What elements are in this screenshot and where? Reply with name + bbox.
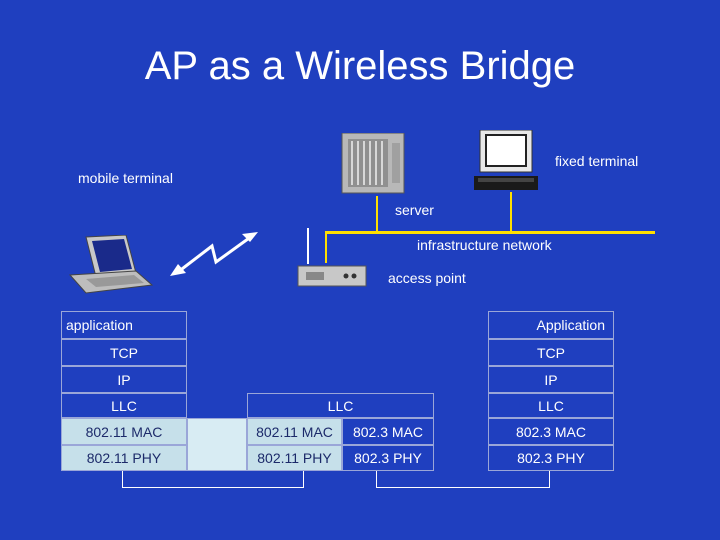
label-access-point: access point <box>388 270 466 286</box>
network-backbone-line <box>325 231 655 234</box>
desktop-computer-icon <box>474 130 538 190</box>
ap-llc-layer: LLC <box>247 393 434 418</box>
mobile-mac-layer: 802.11 MAC <box>61 418 187 445</box>
ap-wireless-mac-layer: 802.11 MAC <box>247 418 342 445</box>
mobile-tcp-layer: TCP <box>61 339 187 366</box>
ap-wireless-phy-layer: 802.11 PHY <box>247 445 342 471</box>
mobile-llc-layer: LLC <box>61 393 187 418</box>
server-icon <box>341 133 405 194</box>
ap-antenna <box>307 228 309 264</box>
wireless-physical-link <box>122 471 304 488</box>
mobile-ip-layer: IP <box>61 366 187 393</box>
fixed-ip-layer: IP <box>488 366 614 393</box>
wired-physical-link <box>376 471 550 488</box>
ap-link-line <box>325 231 327 263</box>
label-server: server <box>395 202 434 218</box>
wireless-link-icon <box>170 232 258 276</box>
wireless-medium-block <box>187 418 247 471</box>
label-infrastructure-network: infrastructure network <box>417 237 552 253</box>
fixed-application-layer: Application <box>488 311 614 339</box>
mobile-application-layer: application <box>61 311 187 339</box>
laptop-icon <box>68 235 154 294</box>
label-fixed-terminal: fixed terminal <box>555 153 639 169</box>
fixed-terminal-link-line <box>510 192 512 231</box>
access-point-icon <box>297 265 367 287</box>
ap-wired-phy-layer: 802.3 PHY <box>342 445 434 471</box>
label-mobile-terminal: mobile terminal <box>78 170 173 186</box>
ap-wired-mac-layer: 802.3 MAC <box>342 418 434 445</box>
slide-title: AP as a Wireless Bridge <box>144 44 576 88</box>
fixed-llc-layer: LLC <box>488 393 614 418</box>
fixed-tcp-layer: TCP <box>488 339 614 366</box>
mobile-phy-layer: 802.11 PHY <box>61 445 187 471</box>
fixed-phy-layer: 802.3 PHY <box>488 445 614 471</box>
fixed-mac-layer: 802.3 MAC <box>488 418 614 445</box>
server-link-line <box>376 196 378 231</box>
